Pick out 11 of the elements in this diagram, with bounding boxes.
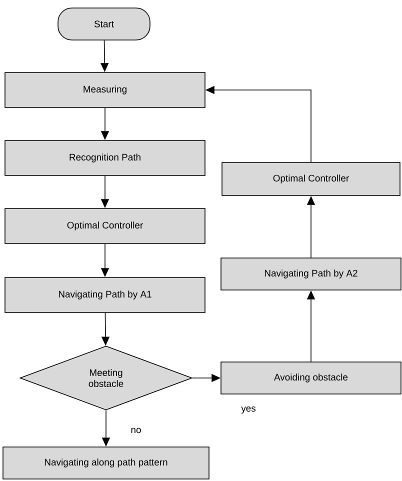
edge-label: no [130,426,142,434]
process-box: Recognition Path [4,140,206,176]
start-terminal: Start [58,8,150,40]
edge-label: yes [240,405,257,415]
process-box: Navigating Path by A1 [4,277,206,313]
process-box: Navigating Path by A2 [220,258,402,290]
process-box: Navigating along path pattern [2,446,210,480]
process-box: Measuring [4,72,206,108]
process-box: Optimal Controller [222,162,400,196]
process-box: Avoiding obstacle [220,362,402,394]
process-box: Optimal Controller [4,208,206,244]
